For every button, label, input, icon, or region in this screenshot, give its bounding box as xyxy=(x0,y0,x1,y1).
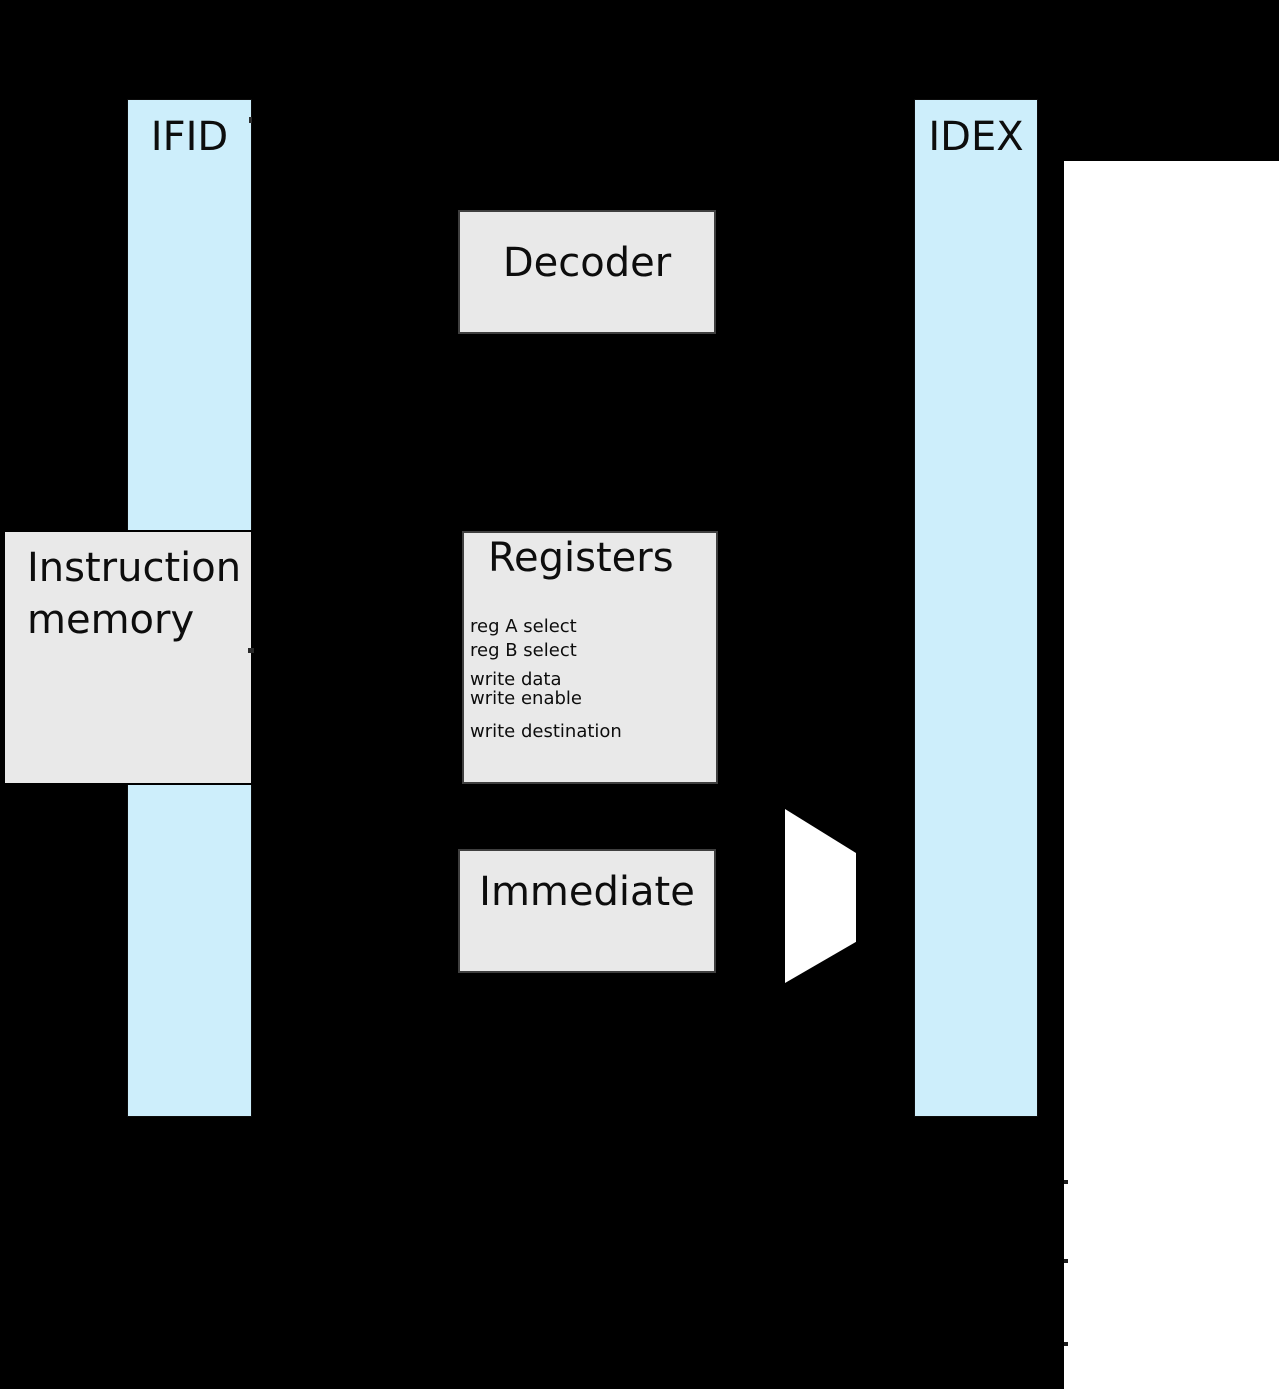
instruction-memory-label-line1: Instruction xyxy=(27,545,242,591)
registers-port-reg-a-select: reg A select xyxy=(470,616,577,637)
pipeline-register-idex: IDEX xyxy=(914,99,1038,1117)
decoder-label: Decoder xyxy=(502,240,672,286)
idex-label: IDEX xyxy=(928,114,1024,160)
wire-stub-ifid-top xyxy=(249,117,252,123)
instruction-memory-label-line2: memory xyxy=(27,597,195,643)
registers-port-write-enable: write enable xyxy=(470,688,582,709)
instruction-memory-block: Instruction memory xyxy=(3,530,253,785)
wire-stub-white-panel-3 xyxy=(1064,1342,1068,1346)
wire-stub-instruction-memory xyxy=(248,648,254,653)
mux-trapezoid-shape xyxy=(785,809,856,983)
immediate-label: Immediate xyxy=(479,869,695,915)
registers-port-reg-b-select: reg B select xyxy=(470,640,577,661)
registers-block: Registers reg A select reg B select writ… xyxy=(462,531,718,784)
registers-port-write-data: write data xyxy=(470,669,562,690)
ifid-label: IFID xyxy=(150,114,229,160)
decoder-block: Decoder xyxy=(458,210,716,334)
immediate-block: Immediate xyxy=(458,849,716,973)
wire-stub-white-panel-1 xyxy=(1064,1180,1068,1184)
wire-stub-white-panel-2 xyxy=(1064,1259,1068,1263)
registers-title: Registers xyxy=(488,535,674,581)
datapath-white-panel xyxy=(1064,161,1279,1389)
registers-port-write-destination: write destination xyxy=(470,721,622,742)
